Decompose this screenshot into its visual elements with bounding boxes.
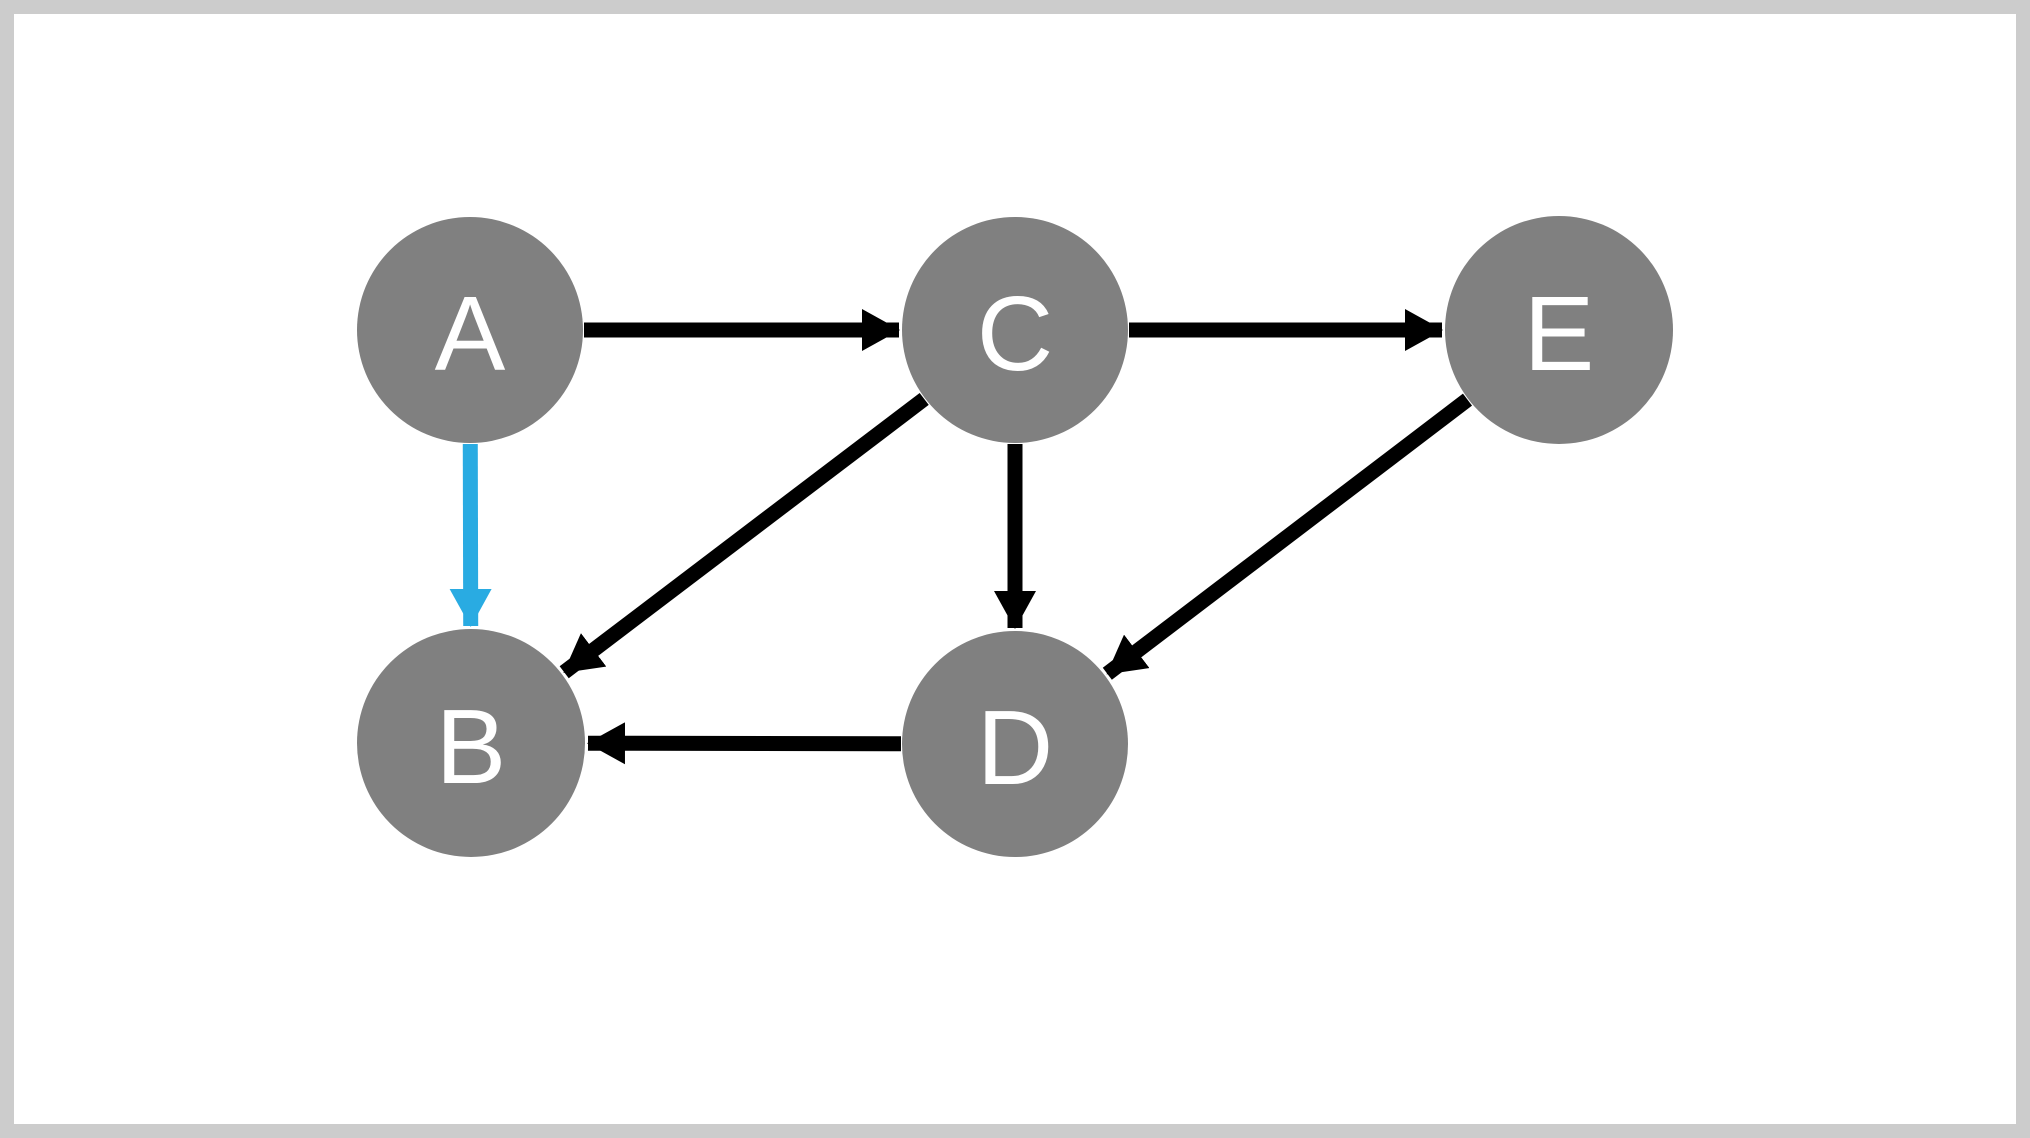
node-D[interactable]	[902, 631, 1128, 857]
node-A[interactable]	[357, 217, 583, 443]
node-E[interactable]	[1445, 216, 1673, 444]
window-left-edge	[0, 0, 3, 1138]
edge-C-to-B[interactable]	[559, 392, 929, 679]
node-B[interactable]	[357, 629, 585, 857]
node-C[interactable]	[902, 217, 1128, 443]
edge-E-to-D[interactable]	[1102, 393, 1473, 680]
edge-D-to-B[interactable]	[586, 722, 902, 765]
